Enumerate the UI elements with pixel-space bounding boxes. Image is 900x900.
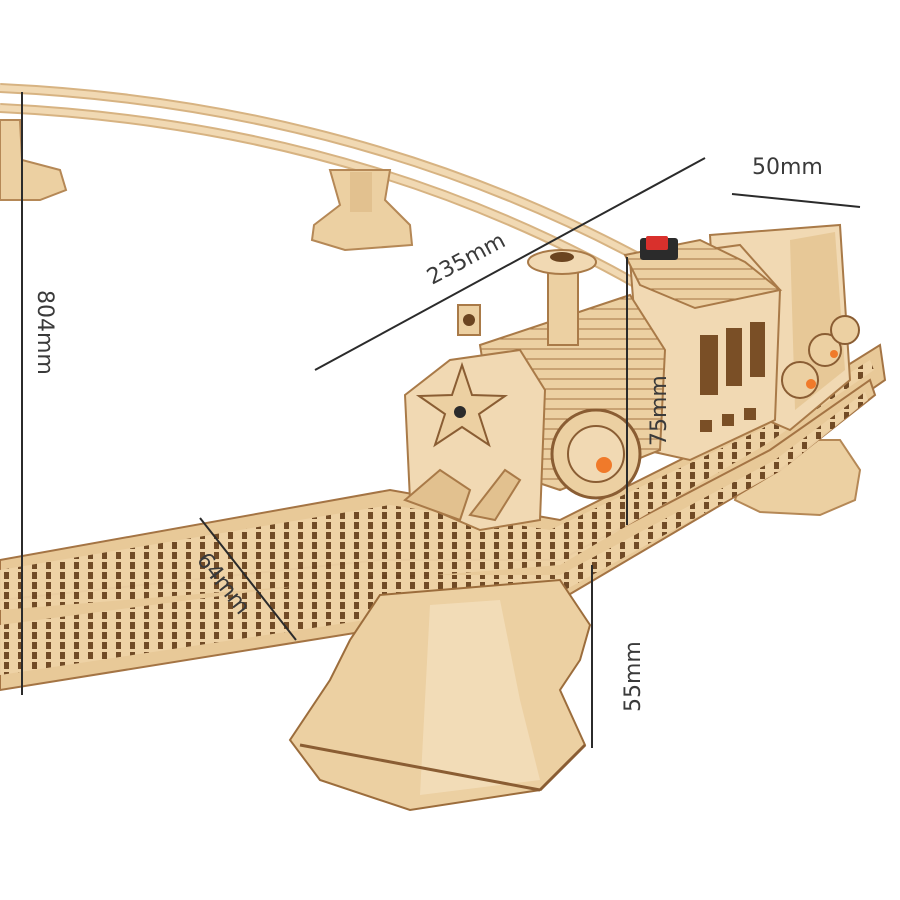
length-dimension-label: 235mm: [423, 228, 510, 290]
stand-height-dimension-label: 55mm: [621, 641, 646, 712]
back-support-left: [0, 119, 68, 201]
length-dimension-line: [314, 157, 706, 371]
dimension-lines: [21, 92, 861, 748]
width-dimension-line: [731, 193, 861, 208]
front-support: [288, 578, 592, 812]
star-emblem: [415, 361, 509, 448]
back-support-middle: [310, 169, 414, 252]
locomotive-cab: [623, 236, 783, 462]
power-switch: [640, 236, 678, 260]
width-dimension-label: 50mm: [752, 155, 823, 180]
track-width-dimension-line: [199, 517, 297, 641]
height-dimension-label: 804mm: [32, 290, 57, 375]
locomotive-front: [403, 348, 547, 532]
engine-height-dimension-label: 75mm: [647, 375, 672, 446]
